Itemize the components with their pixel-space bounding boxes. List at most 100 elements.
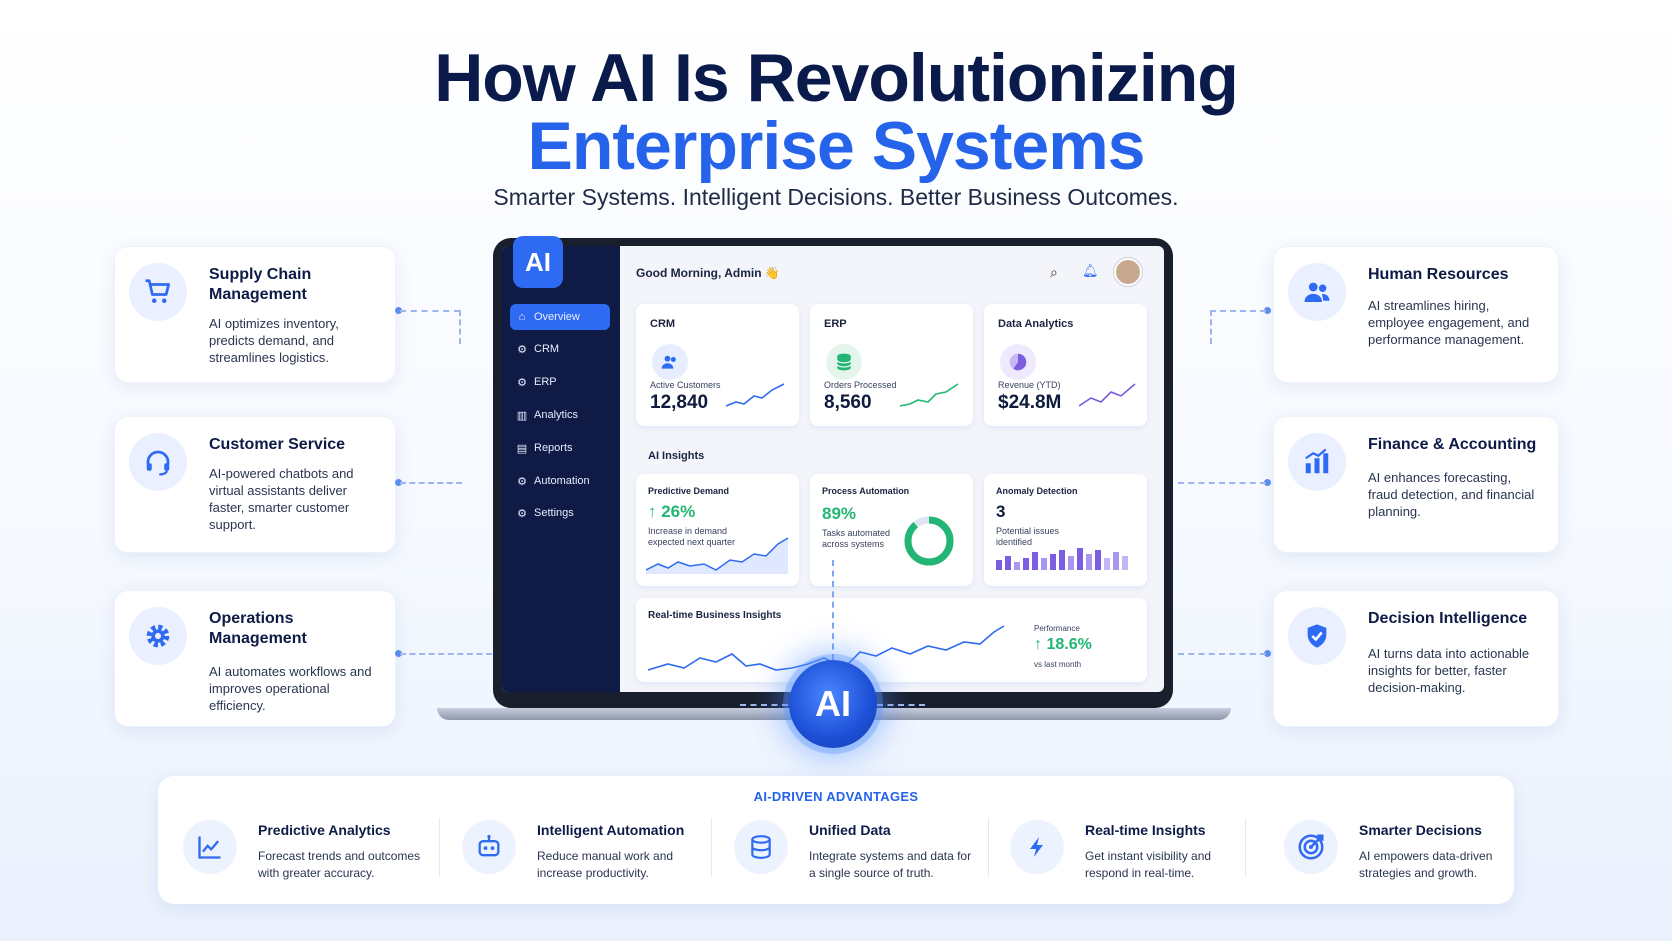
panel-predictive-demand: Predictive Demand ↑ 26% Increase in dema…	[636, 474, 799, 586]
settings-icon: ⚙	[517, 507, 527, 520]
advantages-title: AI-DRIVEN ADVANTAGES	[753, 789, 919, 804]
advantages-panel: Predictive Analytics Forecast trends and…	[158, 776, 1514, 904]
area-sparkline	[646, 537, 789, 574]
avatar[interactable]	[1114, 258, 1142, 286]
sparkline	[726, 383, 785, 407]
sparkline	[1079, 383, 1136, 407]
database-icon	[826, 344, 862, 380]
ai-logo: AI	[513, 236, 563, 288]
sidebar-item-analytics[interactable]: ▥Analytics	[510, 402, 610, 428]
sidebar-item-label: Overview	[534, 311, 580, 323]
panel-title: Predictive Demand	[648, 486, 730, 496]
advantage-smarter-decisions: Smarter Decisions AI empowers data-drive…	[1259, 776, 1514, 904]
advantage-desc: AI empowers data-driven strategies and g…	[1359, 849, 1493, 880]
sidebar-item-label: CRM	[534, 343, 560, 355]
card-title: Human Resources	[1368, 266, 1509, 283]
card-operations: Operations Management AI automates workf…	[114, 590, 396, 727]
page-title-line2: Enterprise Systems	[527, 108, 1146, 184]
connector-line	[1210, 310, 1212, 344]
connector-line	[1210, 310, 1266, 312]
panel-erp: ERP Orders Processed 8,560	[810, 304, 973, 426]
connector-dot	[1264, 650, 1271, 657]
trend-line-icon	[183, 820, 237, 874]
connector-dot	[1264, 479, 1271, 486]
connector-line	[740, 704, 788, 706]
panel-title: CRM	[650, 318, 676, 330]
document-icon: ▤	[516, 442, 528, 455]
sidebar-item-settings[interactable]: ⚙ Settings	[510, 500, 610, 526]
headset-icon	[129, 433, 187, 491]
kpi-value: 8,560	[824, 392, 872, 413]
bell-icon[interactable]: 🔔︎	[1082, 263, 1099, 278]
panel-title: Process Automation	[822, 486, 910, 496]
card-title: Decision Intelligence	[1368, 610, 1528, 627]
sidebar-item-crm[interactable]: ⚙CRM	[510, 336, 610, 362]
insight-value: ↑ 26%	[648, 502, 696, 521]
advantage-desc: Get instant visibility and respond in re…	[1085, 849, 1212, 880]
advantage-title: Real-time Insights	[1085, 822, 1206, 838]
home-icon: ⌂	[518, 311, 526, 323]
advantage-intelligent-automation: Intelligent Automation Reduce manual wor…	[437, 776, 709, 904]
robot-icon	[462, 820, 516, 874]
connector-line	[400, 310, 460, 312]
panel-realtime-insights: Real-time Business Insights Performance …	[636, 598, 1147, 682]
people-icon	[652, 344, 688, 380]
panel-anomaly-detection: Anomaly Detection 3 Potential issues ide…	[984, 474, 1147, 586]
panel-title: ERP	[824, 318, 847, 330]
panel-process-automation: Process Automation 89% Tasks automated a…	[810, 474, 973, 586]
divider	[988, 818, 989, 876]
card-desc: AI streamlines hiring, employee engageme…	[1368, 298, 1530, 347]
sparkline	[900, 383, 959, 407]
page-subtitle: Smarter Systems. Intelligent Decisions. …	[493, 184, 1179, 210]
card-decision-intelligence: Decision Intelligence AI turns data into…	[1273, 590, 1559, 727]
panel-crm: CRM Active Customers 12,840	[636, 304, 799, 426]
connector-line	[1178, 482, 1266, 484]
sidebar-item-reports[interactable]: ▤ Reports	[510, 435, 610, 461]
perf-label: Performance	[1034, 624, 1080, 633]
kpi-value: 12,840	[650, 392, 709, 413]
greeting: Good Morning, Admin 👋	[636, 266, 780, 280]
erp-icon: ⚙	[517, 376, 527, 389]
sidebar-item-automation[interactable]: ⚙ Automation	[510, 468, 610, 494]
kpi-caption: Active Customers	[650, 380, 721, 390]
perf-caption: vs last month	[1034, 660, 1082, 669]
gear-icon: ⚙	[517, 475, 527, 488]
connector-line	[877, 704, 925, 706]
advantage-title: Intelligent Automation	[537, 822, 685, 838]
sidebar-item-erp[interactable]: ⚙ ERP	[510, 369, 610, 395]
card-supply-chain: Supply Chain Management AI optimizes inv…	[114, 246, 396, 383]
connector-line	[832, 560, 834, 660]
search-icon[interactable]: ⌕	[1050, 264, 1058, 280]
advantage-realtime-insights: Real-time Insights Get instant visibilit…	[985, 776, 1259, 904]
advantage-title: Smarter Decisions	[1359, 822, 1482, 838]
card-desc: AI-powered chatbots and virtual assistan…	[209, 466, 354, 532]
card-finance: Finance & Accounting AI enhances forecas…	[1273, 416, 1559, 553]
page-title-line1: How AI Is Revolutionizing	[434, 40, 1239, 116]
kpi-value: $24.8M	[998, 392, 1062, 413]
card-customer-service: Customer Service AI-powered chatbots and…	[114, 416, 396, 553]
insight-caption: Potential issues identified	[996, 526, 1060, 547]
section-title-ai-insights: AI Insights	[648, 450, 705, 462]
connector-line	[400, 653, 492, 655]
donut-chart	[904, 516, 954, 566]
card-desc: AI turns data into actionable insights f…	[1368, 646, 1530, 695]
connector-dot	[395, 650, 402, 657]
sidebar-item-label: Settings	[534, 507, 574, 519]
insight-value: 89%	[822, 504, 857, 523]
connector-line	[459, 310, 461, 344]
sidebar-item-overview[interactable]: ⌂ Overview	[510, 304, 610, 330]
card-title: Customer Service	[209, 436, 346, 453]
insight-caption: Increase in demand expected next quarter	[648, 526, 736, 547]
card-desc: AI enhances forecasting, fraud detection…	[1368, 470, 1535, 519]
insight-caption: Tasks automated across systems	[822, 528, 891, 549]
sidebar-item-label: Reports	[534, 442, 573, 454]
chart-icon: ▥	[516, 409, 528, 422]
panel-title: Data Analytics	[998, 318, 1074, 330]
card-title: Operations Management	[209, 610, 307, 647]
sidebar-item-label: ERP	[534, 376, 557, 388]
people-icon	[1288, 263, 1346, 321]
card-title: Supply Chain Management	[209, 266, 312, 303]
sidebar-item-label: Automation	[534, 475, 590, 487]
dashboard-screen: ⌂Overview ⚙CRM ⚙ERP ▥Analytics ▤Reports …	[502, 246, 1164, 692]
advantage-desc: Forecast trends and outcomes with greate…	[258, 849, 421, 880]
